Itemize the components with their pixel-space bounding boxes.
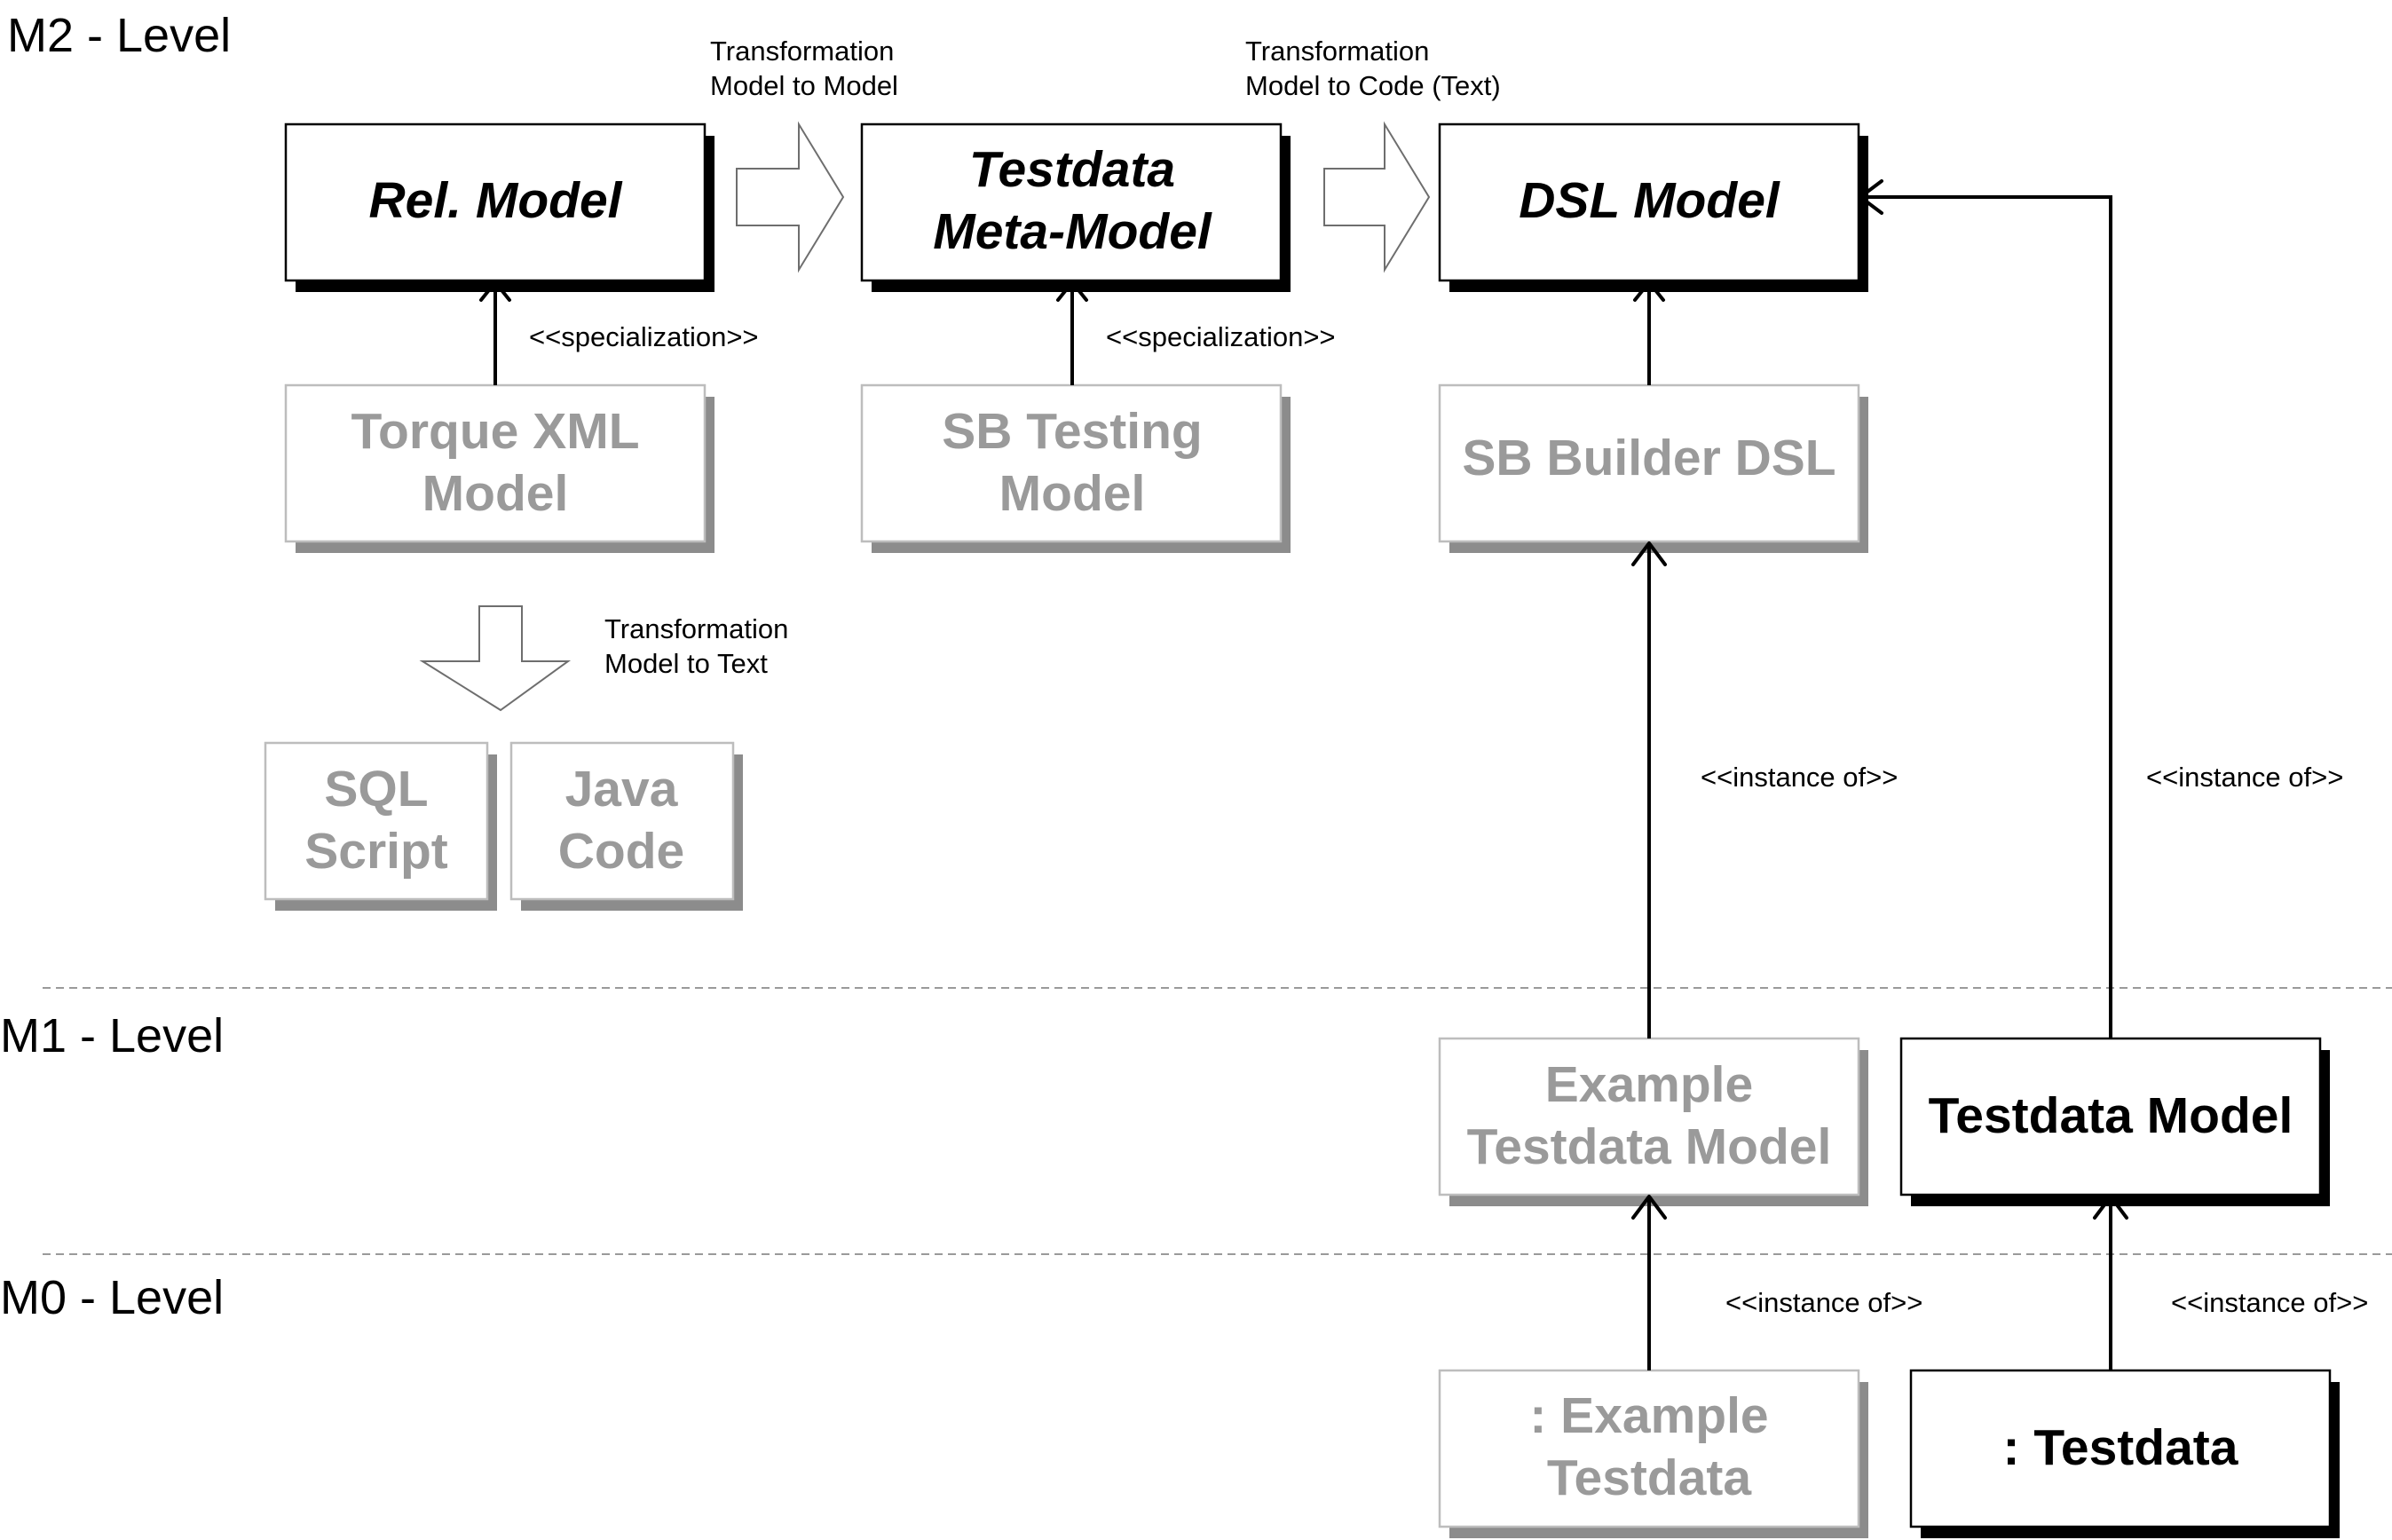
specialization-arrowhead-2 [1056, 280, 1088, 302]
example-testdata-label-1: : Example [1529, 1387, 1768, 1444]
specialization-arrowhead-1 [479, 280, 511, 302]
sql-script-label-1: SQL [324, 761, 428, 817]
instance-label-2: <<instance of>> [2146, 762, 2343, 793]
box-java-code: Java Code [509, 741, 743, 911]
example-testdata-model-label-1: Example [1545, 1056, 1753, 1113]
torque-xml-model-label-1: Torque XML [351, 403, 639, 460]
java-code-label-2: Code [558, 823, 685, 880]
specialization-label-2: <<specialization>> [1106, 321, 1336, 352]
box-testdata: : Testdata [1909, 1369, 2340, 1538]
level-label-m2: M2 - Level [7, 9, 231, 62]
box-torque-xml-model: Torque XML Model [284, 383, 714, 553]
testdata-meta-model-label-2: Meta-Model [933, 203, 1212, 260]
sb-testing-model-label-1: SB Testing [942, 403, 1202, 460]
sb-builder-to-dsl-arrowhead [1633, 280, 1665, 302]
example-testdata-label-2: Testdata [1547, 1449, 1752, 1506]
transformation-arrow-m2c [1323, 121, 1431, 273]
box-testdata-model: Testdata Model [1899, 1037, 2330, 1206]
torque-xml-model-label-2: Model [422, 465, 569, 522]
instance-arrowhead-1 [1631, 541, 1667, 566]
box-sb-builder-dsl: SB Builder DSL [1438, 383, 1868, 553]
box-sb-testing-model: SB Testing Model [860, 383, 1291, 553]
example-testdata-model-label-2: Testdata Model [1467, 1118, 1832, 1175]
instance-arrowhead-2 [1859, 179, 1883, 215]
transformation-m2m-line1: Transformation [710, 36, 894, 67]
transformation-m2t-line1: Transformation [604, 613, 788, 644]
sb-testing-model-label-2: Model [999, 465, 1146, 522]
transformation-m2c-line2: Model to Code (Text) [1245, 70, 1501, 101]
transformation-m2m-line2: Model to Model [710, 70, 898, 101]
sql-script-label-2: Script [304, 823, 448, 880]
level-label-m1: M1 - Level [0, 1009, 224, 1062]
box-testdata-meta-model: Testdata Meta-Model [860, 122, 1291, 292]
transformation-m2c-line1: Transformation [1245, 36, 1429, 67]
java-code-label-1: Java [565, 761, 679, 817]
instance-label-4: <<instance of>> [2171, 1287, 2368, 1318]
box-example-testdata-model: Example Testdata Model [1438, 1037, 1868, 1206]
testdata-model-label: Testdata Model [1929, 1087, 2293, 1144]
transformation-arrow-m2m [736, 121, 845, 273]
rel-model-label: Rel. Model [368, 172, 622, 229]
box-sql-script: SQL Script [264, 741, 497, 911]
transformation-m2t-line2: Model to Text [604, 648, 768, 679]
level-label-m0: M0 - Level [0, 1271, 224, 1324]
testdata-label: : Testdata [2003, 1419, 2239, 1476]
box-example-testdata: : Example Testdata [1438, 1369, 1868, 1538]
testdata-meta-model-label-1: Testdata [969, 141, 1175, 198]
instance-arrowhead-4 [2093, 1195, 2128, 1220]
transformation-arrow-m2t [419, 605, 572, 712]
box-dsl-model: DSL Model [1438, 122, 1868, 292]
instance-arrowhead-3 [1631, 1195, 1667, 1220]
instance-label-3: <<instance of>> [1725, 1287, 1922, 1318]
box-rel-model: Rel. Model [284, 122, 714, 292]
sb-builder-dsl-label: SB Builder DSL [1462, 430, 1835, 486]
dsl-model-label: DSL Model [1519, 172, 1780, 229]
specialization-label-1: <<specialization>> [529, 321, 759, 352]
instance-arrow-2 [1860, 195, 2112, 1039]
instance-label-1: <<instance of>> [1701, 762, 1898, 793]
